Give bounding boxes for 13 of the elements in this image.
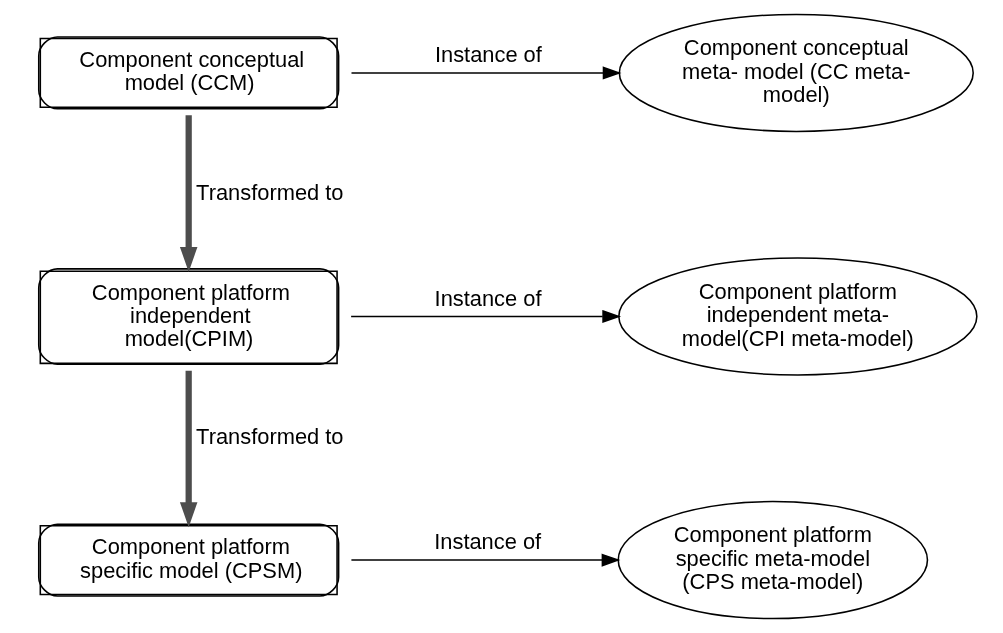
edge-label: Instance of — [434, 285, 542, 311]
arrow — [179, 370, 198, 528]
node-ellipse: Component platform independent meta- model(CPI meta-model) — [618, 257, 978, 376]
edge-label: Instance of — [434, 42, 542, 68]
edge-label: Transformed to — [196, 424, 344, 450]
arrow — [350, 66, 622, 80]
arrow — [350, 553, 621, 567]
node-ellipse: Component platform specific meta-model (CPS meta-model) — [617, 500, 929, 620]
node-ellipse: Component conceptual meta- model (CC meta-model) — [618, 13, 974, 133]
arrow — [179, 115, 198, 273]
edge-label: Instance of — [434, 529, 542, 555]
arrow — [350, 309, 622, 324]
edge-label: Transformed to — [196, 180, 344, 206]
